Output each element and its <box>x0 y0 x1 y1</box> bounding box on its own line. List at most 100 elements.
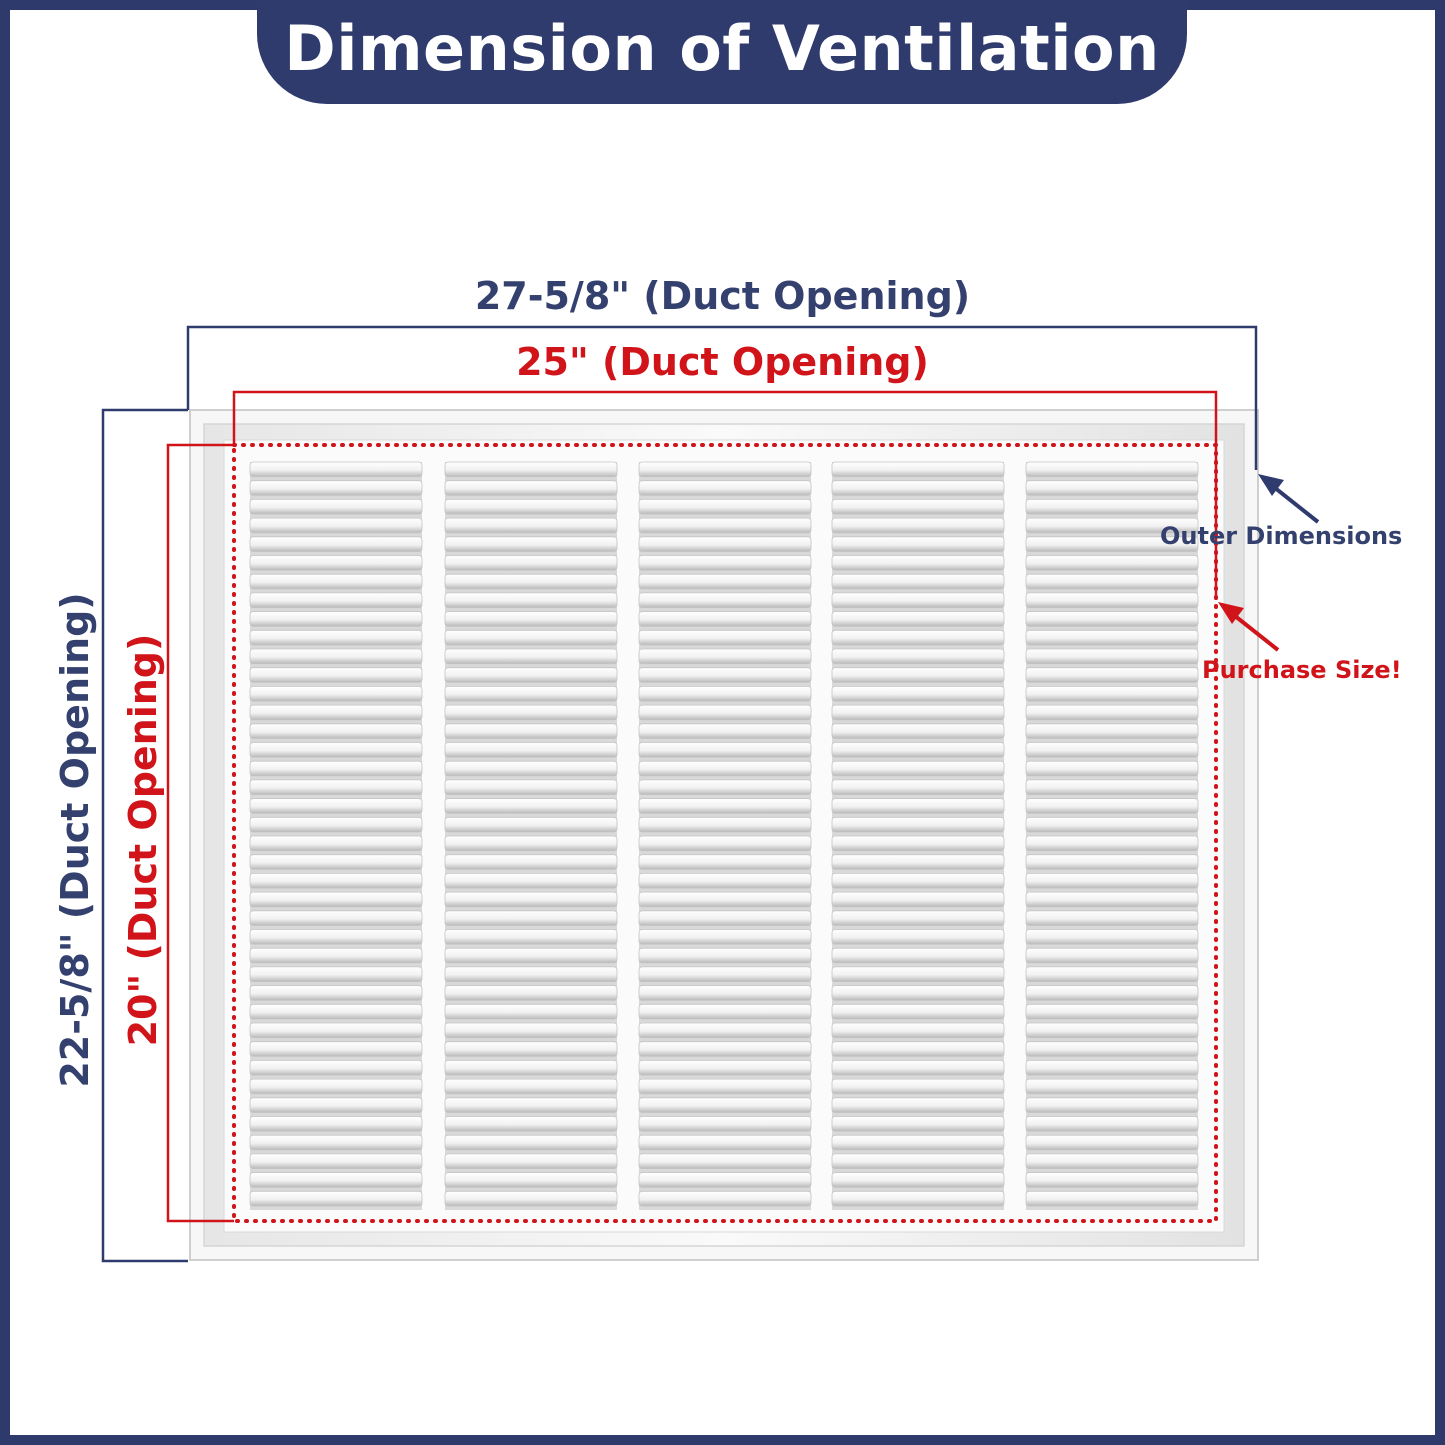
louver-slat <box>638 1190 812 1207</box>
louver-slat <box>638 1134 812 1151</box>
page-title: Dimension of Ventilation <box>284 12 1160 85</box>
louver-slat <box>1025 498 1199 515</box>
louver-slat <box>249 517 423 534</box>
louver-slat <box>1025 742 1199 758</box>
louver-slat <box>249 555 423 571</box>
arrow-up-left-icon <box>1258 474 1320 524</box>
louver-slat <box>1025 1060 1199 1076</box>
louver-slat <box>831 966 1005 983</box>
louver-slat <box>1025 629 1199 646</box>
louver-slat <box>638 966 812 983</box>
louver-slat <box>638 947 812 964</box>
louver-slat <box>638 1003 812 1020</box>
louver-slat <box>1025 1041 1199 1057</box>
louver-slat <box>831 1172 1005 1188</box>
height-outer-label: 22-5/8" (Duct Opening) <box>53 592 97 1088</box>
louver-slat <box>831 723 1005 739</box>
louver-slat <box>249 611 423 627</box>
louver-slat <box>444 536 618 552</box>
louver-slat <box>831 1153 1005 1170</box>
height-inner-label: 20" (Duct Opening) <box>121 633 165 1047</box>
louver-slat <box>249 573 423 590</box>
louver-slat <box>1025 667 1199 683</box>
louver-slat <box>1025 704 1199 721</box>
louver-slat <box>831 779 1005 796</box>
louver-slat <box>1025 1022 1199 1039</box>
louver-slat <box>1025 573 1199 590</box>
louver-slat <box>1025 461 1199 478</box>
louver-slat <box>249 592 423 609</box>
louver-slat <box>638 985 812 1001</box>
louver-slat <box>444 629 618 646</box>
louver-slat <box>831 760 1005 777</box>
louver-slat <box>249 816 423 833</box>
louver-slat <box>831 1060 1005 1076</box>
louver-slat <box>444 816 618 833</box>
louver-slat <box>1025 985 1199 1001</box>
louver-slat <box>444 686 618 702</box>
louver-slat <box>1025 966 1199 983</box>
louver-slat <box>249 1153 423 1170</box>
louver-slat <box>638 873 812 889</box>
louver-slat <box>1025 779 1199 796</box>
louver-slat <box>444 873 618 889</box>
louver-slat <box>249 798 423 814</box>
louver-slat <box>249 873 423 889</box>
louver-slat <box>638 1041 812 1057</box>
purchase-size-label: Purchase Size! <box>1202 656 1402 684</box>
louver-slat <box>249 1041 423 1057</box>
louver-slat <box>831 667 1005 683</box>
outer-dimensions-label: Outer Dimensions <box>1160 522 1403 550</box>
louver-columns <box>249 461 1199 1210</box>
louver-slat <box>831 947 1005 964</box>
louver-slat <box>831 929 1005 945</box>
louver-slat <box>638 686 812 702</box>
louver-slat <box>831 648 1005 665</box>
louver-slat <box>638 648 812 665</box>
louver-slat <box>831 742 1005 758</box>
louver-slat <box>638 742 812 758</box>
louver-slat <box>831 985 1005 1001</box>
louver-slat <box>1025 891 1199 908</box>
louver-slat <box>249 779 423 796</box>
louver-slat <box>638 760 812 777</box>
louver-slat <box>249 742 423 758</box>
louver-slat <box>1025 854 1199 870</box>
louver-slat <box>638 929 812 945</box>
louver-slat <box>831 1116 1005 1132</box>
louver-slat <box>249 1116 423 1132</box>
louver-slat <box>444 835 618 852</box>
louver-slat <box>638 854 812 870</box>
louver-slat <box>638 723 812 739</box>
louver-slat <box>1025 1078 1199 1095</box>
louver-slat <box>1025 929 1199 945</box>
louver-slat <box>1025 686 1199 702</box>
louver-slat <box>638 461 812 478</box>
louver-slat <box>831 573 1005 590</box>
louver-slat <box>249 1003 423 1020</box>
louver-slat <box>444 1190 618 1207</box>
louver-slat <box>444 498 618 515</box>
louver-slat <box>249 1060 423 1076</box>
louver-slat <box>831 854 1005 870</box>
louver-slat <box>444 1134 618 1151</box>
width-outer-label: 27-5/8" (Duct Opening) <box>474 274 971 318</box>
louver-slat <box>831 816 1005 833</box>
louver-slat <box>444 985 618 1001</box>
louver-slat <box>1025 760 1199 777</box>
louver-slat <box>249 686 423 702</box>
vent-grille <box>189 409 1259 1261</box>
louver-slat <box>444 798 618 814</box>
louver-slat <box>444 854 618 870</box>
louver-slat <box>831 798 1005 814</box>
louver-slat <box>249 929 423 945</box>
louver-slat <box>444 760 618 777</box>
louver-slat <box>249 891 423 908</box>
louver-slat <box>249 498 423 515</box>
louver-slat <box>831 461 1005 478</box>
louver-slat <box>249 723 423 739</box>
louver-slat <box>444 910 618 926</box>
louver-slat <box>831 686 1005 702</box>
louver-slat <box>831 1097 1005 1113</box>
louver-slat <box>444 573 618 590</box>
